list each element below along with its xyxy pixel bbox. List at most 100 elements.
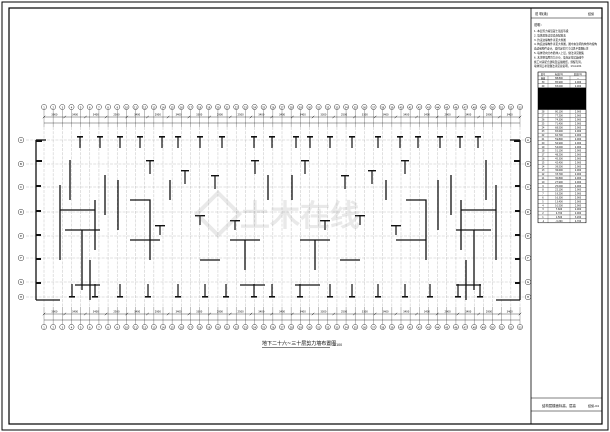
shear-wall — [199, 215, 201, 225]
table-cell: 2.900 — [575, 193, 582, 196]
shear-wall — [351, 284, 353, 296]
row-bubble-left — [18, 136, 25, 143]
table-cell: 39.500 — [555, 165, 563, 168]
shear-wall — [515, 258, 520, 260]
table-cell: 2.900 — [575, 158, 582, 161]
top-dim-tick — [456, 115, 460, 119]
row-label-left: F — [20, 256, 22, 260]
shear-wall — [429, 284, 431, 296]
axis-label-top: 47 — [464, 106, 468, 109]
table-cell: 74.300 — [555, 119, 563, 122]
axis-label-top: 18 — [198, 106, 202, 109]
shear-wall — [94, 284, 96, 296]
table-cell: 15 — [542, 161, 545, 164]
axis-label-bottom: 36 — [363, 326, 367, 329]
table-cell: 51.100 — [555, 150, 563, 153]
row-bubble-right — [525, 294, 532, 301]
shear-wall — [221, 136, 223, 148]
shear-wall — [184, 170, 186, 184]
shear-wall — [459, 136, 461, 148]
table-cell: 14 — [542, 165, 545, 168]
axis-label-bottom: 41 — [409, 326, 413, 329]
bottom-dim-label: 2500 — [113, 311, 120, 314]
shear-wall — [377, 284, 379, 296]
table-cell: 2.900 — [575, 208, 582, 211]
axis-label-bottom: 25 — [262, 326, 266, 329]
shear-wall — [36, 140, 42, 142]
table-cell: 16.300 — [555, 197, 563, 200]
row-label-left: D — [20, 210, 22, 214]
axis-label-top: 15 — [171, 106, 175, 109]
axis-label-bottom: 13 — [152, 326, 156, 329]
axis-label-top: 38 — [381, 106, 385, 109]
table-cell: 13.400 — [555, 200, 563, 203]
axis-label-top: 14 — [161, 106, 165, 109]
row-label-right: H — [527, 295, 529, 299]
top-dim-tick — [435, 115, 439, 119]
top-dim-tick — [373, 115, 377, 119]
row-bubble-left — [18, 208, 25, 215]
table-cell: 42.400 — [555, 161, 563, 164]
top-dim-label: 3400 — [300, 114, 307, 117]
top-dim-tick — [84, 115, 87, 119]
top-dim-tick — [249, 115, 253, 119]
bottom-dim-label: 3400 — [258, 311, 265, 314]
bottom-dim-tick — [497, 312, 501, 316]
axis-label-top: 25 — [262, 106, 266, 109]
shear-wall — [69, 296, 75, 298]
shear-wall — [225, 284, 227, 296]
axis-grid — [26, 127, 526, 307]
axis-label-top: 35 — [354, 106, 358, 109]
table-cell: 85.900 — [555, 81, 563, 84]
table-cell: 2.900 — [575, 212, 582, 215]
bottom-dim-tick — [125, 312, 129, 316]
top-dim-label: 2900 — [217, 114, 224, 117]
shear-wall — [177, 284, 179, 296]
table-header-label: 标高(m) — [555, 72, 563, 76]
axis-label-top: 4 — [71, 106, 73, 109]
shear-wall — [99, 136, 101, 148]
note-line: 造边缘构件设计，墙柱定位尺寸详见平面图标注 — [534, 47, 589, 51]
shear-wall — [399, 136, 401, 148]
axis-label-bottom: 35 — [354, 326, 358, 329]
bottom-dim-tick — [84, 312, 87, 316]
top-dim-label: 2900 — [445, 114, 452, 117]
shear-wall — [395, 225, 397, 235]
shear-wall — [349, 296, 355, 298]
axis-label-bottom: 2 — [52, 326, 54, 329]
shear-wall — [329, 136, 331, 148]
table-cell: 26 — [542, 119, 545, 122]
shear-wall — [36, 234, 41, 236]
shear-wall — [177, 136, 179, 148]
row-bubble-right — [525, 279, 532, 286]
shear-wall — [159, 225, 161, 235]
axis-label-bottom: 39 — [390, 326, 394, 329]
shear-wall — [377, 136, 379, 148]
shear-wall — [477, 136, 479, 148]
table-cell: 2.900 — [575, 115, 582, 118]
table-cell: 10 — [542, 181, 545, 184]
table-cell: 21 — [542, 138, 545, 141]
shear-wall — [119, 284, 121, 296]
bottom-dim-tick — [166, 312, 170, 316]
bottom-dim-label: 3400 — [300, 311, 307, 314]
top-dim-label: 3400 — [72, 114, 79, 117]
row-label-right: F — [527, 256, 529, 260]
shear-wall — [329, 284, 331, 296]
top-dim-label: 3300 — [320, 114, 327, 117]
shear-wall — [251, 296, 257, 298]
axis-bubbles: 1122334455667788991010111112121313141415… — [41, 104, 523, 330]
bottom-dim-tick — [477, 312, 480, 316]
table-cell: 2.900 — [575, 181, 582, 184]
axis-label-bottom: 12 — [143, 326, 147, 329]
table-cell: 36.600 — [555, 169, 563, 172]
table-outline — [537, 71, 587, 224]
shear-wall — [417, 136, 419, 148]
axis-label-top: 7 — [98, 106, 100, 109]
axis-label-top: 16 — [180, 106, 184, 109]
top-dim-tick — [146, 115, 149, 119]
shear-wall — [199, 136, 201, 148]
